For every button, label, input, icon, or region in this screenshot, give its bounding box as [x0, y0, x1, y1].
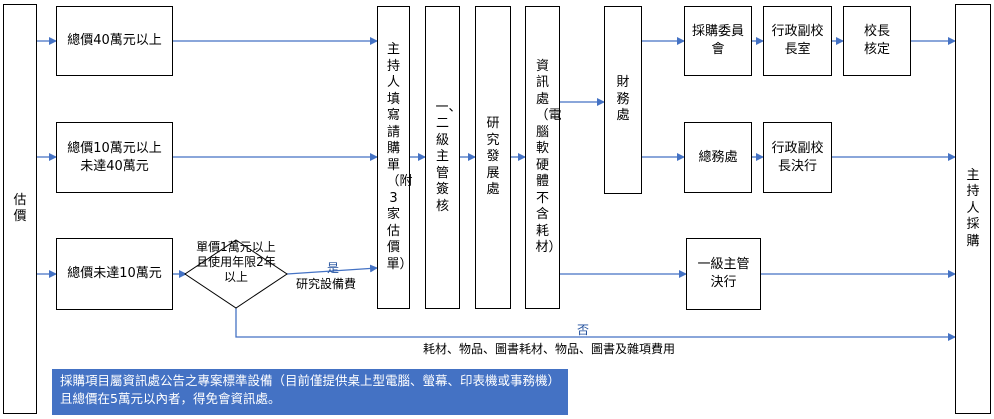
pi-purchase-label: 主持人採購	[966, 167, 980, 249]
between-10-40-label: 總價10萬元以上未達40萬元	[67, 140, 162, 174]
admin-vp-decide-box: 行政副校長決行	[763, 122, 832, 193]
over-40-label: 總價40萬元以上	[67, 33, 162, 48]
admin-vp-office-label: 行政副校長室	[771, 24, 824, 57]
procurement-committee-box: 採購委員會	[684, 6, 752, 76]
under-10-box: 總價未達10萬元	[56, 238, 173, 310]
level12-sign-label: 一、二級主管簽核	[435, 99, 462, 214]
between-10-40-box: 總價10萬元以上未達40萬元	[56, 122, 173, 193]
president-approve-box: 校長核定	[843, 6, 911, 76]
info-office-box: 資訊處（電腦軟硬體不含耗材）	[525, 6, 562, 309]
no-label: 否	[577, 323, 590, 337]
no-items-label: 耗材、物品、圖書耗材、物品、圖書及雜項費用	[423, 342, 676, 356]
decision-diamond	[184, 239, 288, 309]
requisition-label: 主持人填寫請購單（附3家估價單）	[386, 42, 413, 272]
research-office-label: 研究發展處	[486, 116, 500, 198]
level12-sign-box: 一、二級主管簽核	[425, 6, 462, 309]
pi-purchase-box: 主持人採購	[955, 4, 991, 414]
arrow-decision-no	[235, 307, 956, 341]
info-office-label: 資訊處（電腦軟硬體不含耗材）	[535, 58, 562, 256]
general-affairs-box: 總務處	[684, 122, 752, 193]
yes-label: 是	[327, 261, 340, 275]
level1-decide-label: 一級主管決行	[697, 257, 750, 290]
estimate-label: 估價	[13, 192, 27, 225]
research-office-box: 研究發展處	[475, 6, 511, 309]
admin-vp-office-box: 行政副校長室	[763, 6, 832, 76]
over-40-box: 總價40萬元以上	[56, 6, 173, 76]
decision-label: 單價1萬元以上且使用年限2年以上	[196, 240, 276, 284]
president-approve-label: 校長核定	[863, 24, 890, 57]
requisition-box: 主持人填寫請購單（附3家估價單）	[377, 6, 413, 309]
general-affairs-label: 總務處	[698, 149, 738, 165]
procurement-committee-label: 採購委員會	[692, 24, 745, 57]
arrow-decision-yes	[286, 264, 378, 275]
level1-decide-box: 一級主管決行	[686, 238, 761, 310]
under-10-label: 總價未達10萬元	[67, 266, 162, 281]
admin-vp-decide-label: 行政副校長決行	[771, 140, 824, 174]
finance-office-label: 財務處	[616, 75, 630, 124]
estimate-box: 估價	[3, 4, 37, 414]
note-box: 採購項目屬資訊處公告之專案標準設備（目前僅提供桌上型電腦、螢幕、印表機或事務機）…	[52, 369, 568, 415]
yes-item-label: 研究設備費	[296, 277, 357, 291]
finance-office-box: 財務處	[604, 6, 642, 194]
